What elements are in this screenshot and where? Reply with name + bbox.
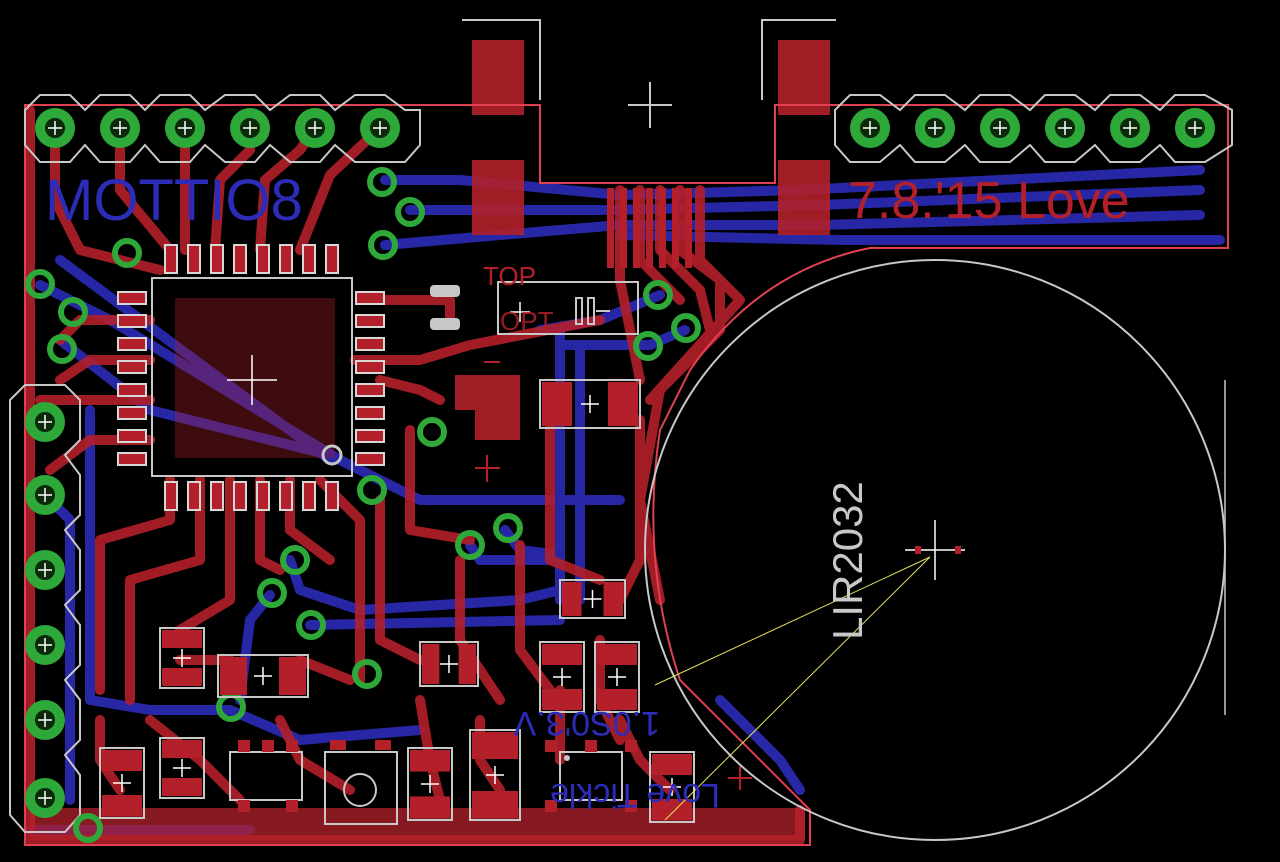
smd-pad — [422, 644, 440, 684]
smd-outline — [159, 627, 205, 689]
via — [352, 659, 382, 689]
via — [455, 530, 485, 560]
via — [395, 197, 425, 227]
smd-pad — [472, 732, 518, 759]
opt-label: OPT — [500, 306, 554, 336]
smd-outline — [159, 737, 205, 799]
smd-pad — [652, 754, 692, 775]
smd-outline — [594, 641, 640, 713]
smd-pad — [608, 382, 638, 426]
smd-pad — [458, 644, 476, 684]
smd-pad — [162, 668, 202, 686]
polarity-marks — [475, 361, 752, 790]
board-name-text: MOTTIO8 — [45, 168, 303, 233]
via — [47, 334, 77, 364]
via — [493, 513, 523, 543]
smd-outline — [539, 379, 641, 429]
via — [25, 269, 55, 299]
smd-pad — [162, 740, 202, 758]
smd-outline — [469, 729, 521, 821]
via — [417, 417, 447, 447]
via — [257, 578, 287, 608]
smd-outline — [407, 747, 453, 821]
via — [367, 167, 397, 197]
silkscreen-text: MOTTIO8 7.8.'15 Love TOP OPT LIR2032 1.0… — [45, 168, 1130, 814]
via — [73, 813, 103, 843]
smd-outline — [217, 654, 309, 698]
smd-pad — [542, 644, 582, 665]
smd-pad — [603, 582, 623, 616]
via — [368, 230, 398, 260]
connector-pads — [607, 188, 692, 268]
smd-components — [99, 379, 695, 823]
header-pins-top-left — [24, 94, 421, 163]
smd-pad — [102, 750, 142, 771]
mirrored-version-label: 1.0S0'3.V — [513, 704, 660, 742]
smd-outline — [559, 579, 626, 619]
sot-packages — [229, 740, 637, 812]
through-hole-pads — [25, 108, 1215, 818]
tact-switch — [324, 740, 398, 825]
usb-connector-outline — [462, 19, 836, 128]
smd-pad — [597, 644, 637, 665]
via — [112, 238, 142, 268]
smd-pad — [562, 582, 582, 616]
top-label: TOP — [483, 261, 536, 291]
via — [671, 313, 701, 343]
smd-pad — [472, 791, 518, 818]
smd-pad — [162, 778, 202, 796]
via — [357, 475, 387, 505]
smd-outline — [419, 641, 479, 687]
via — [643, 280, 673, 310]
via — [280, 545, 310, 575]
via — [633, 331, 663, 361]
smd-outline — [539, 641, 585, 713]
battery-holder — [644, 259, 1226, 841]
via — [58, 297, 88, 327]
smd-pad — [102, 795, 142, 816]
smd-pad — [220, 657, 247, 695]
optical-sensor — [430, 281, 639, 335]
smd-pad — [652, 799, 692, 820]
smd-pad — [279, 657, 306, 695]
smd-pad — [410, 750, 450, 772]
smd-pad — [597, 689, 637, 710]
mirrored-love-label: Love Tickle — [550, 776, 720, 814]
smd-outline — [99, 747, 145, 819]
via — [296, 610, 326, 640]
header-pins-top-right — [834, 94, 1233, 163]
smd-pad — [542, 689, 582, 710]
smd-pad — [542, 382, 572, 426]
smd-pad — [410, 796, 450, 818]
vias — [25, 167, 701, 843]
board-edge-outline — [24, 104, 1229, 846]
battery-label: LIR2032 — [824, 481, 871, 640]
smd-pad — [162, 630, 202, 648]
smd-outline — [649, 751, 695, 823]
date-text: 7.8.'15 Love — [848, 172, 1130, 230]
mcu-chip — [117, 244, 385, 511]
